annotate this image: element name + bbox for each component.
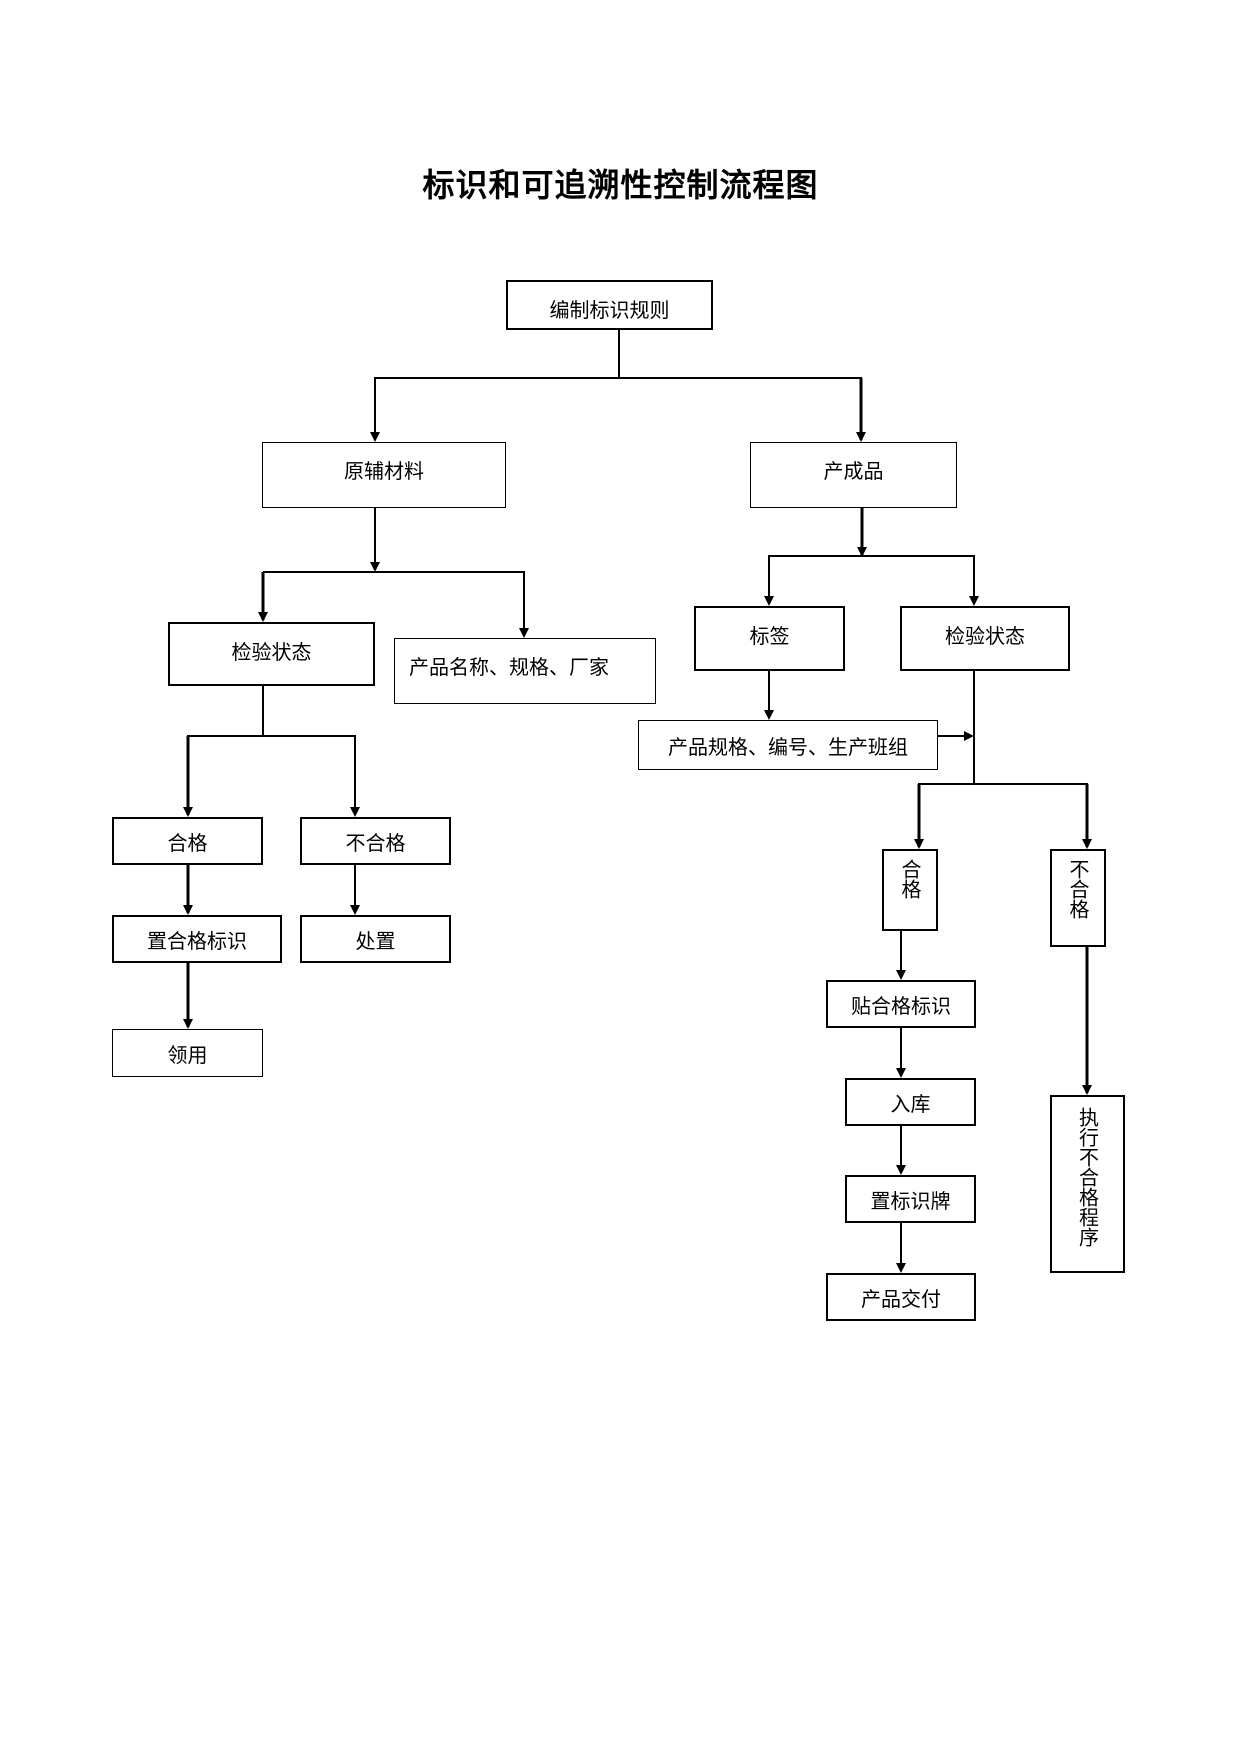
node-raw-use: 领用	[112, 1029, 263, 1077]
node-raw-materials: 原辅材料	[262, 442, 506, 508]
node-raw-inspection: 检验状态	[168, 622, 375, 686]
node-label: 标签	[694, 606, 845, 671]
node-fp-pass-sticker: 贴合格标识	[826, 980, 976, 1028]
node-raw-pass-mark: 置合格标识	[112, 915, 282, 963]
node-fp-pass: 合格	[882, 849, 938, 931]
node-finished-products: 产成品	[750, 442, 957, 508]
node-fp-storage: 入库	[845, 1078, 976, 1126]
node-fp-inspection: 检验状态	[900, 606, 1070, 671]
node-fp-info: 产品规格、编号、生产班组	[638, 720, 938, 770]
page-title: 标识和可追溯性控制流程图	[422, 166, 819, 204]
node-fp-sign: 置标识牌	[845, 1175, 976, 1223]
node-raw-pass: 合格	[112, 817, 263, 865]
node-raw-dispose: 处置	[300, 915, 451, 963]
node-fp-delivery: 产品交付	[826, 1273, 976, 1321]
node-rules: 编制标识规则	[506, 280, 713, 330]
node-fp-nonconform: 执行不合格程序	[1050, 1095, 1125, 1273]
node-raw-info: 产品名称、规格、厂家	[394, 638, 656, 704]
node-raw-fail: 不合格	[300, 817, 451, 865]
node-fp-fail: 不合格	[1050, 849, 1106, 947]
